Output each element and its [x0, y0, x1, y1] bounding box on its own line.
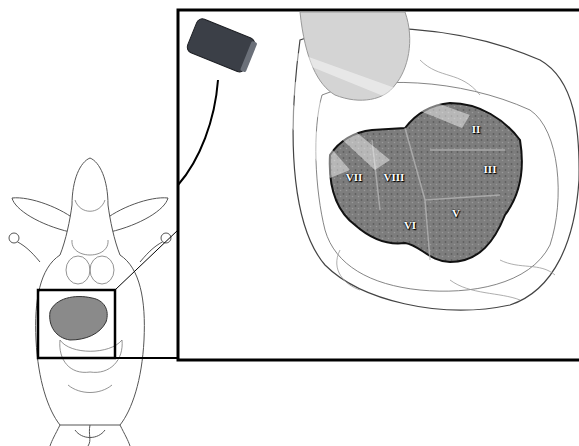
- zoom-line: [115, 357, 178, 359]
- liver: [330, 103, 522, 262]
- lobe-label: II: [472, 124, 481, 135]
- mouse-organs: [60, 200, 122, 393]
- ultrasound-probe: [185, 17, 258, 74]
- lobe-label: VI: [404, 220, 416, 231]
- zoom-box: [38, 290, 115, 358]
- lobe-label: III: [484, 164, 497, 175]
- lobe-label: VII: [346, 172, 363, 183]
- inset-frame: [178, 10, 579, 360]
- zoom-line: [115, 230, 178, 290]
- probe-cable: [178, 80, 218, 185]
- mouse-outline: [9, 158, 171, 446]
- sternum: [300, 12, 410, 100]
- lobe-borders: [372, 128, 505, 260]
- mouse-liver: [50, 297, 108, 340]
- lobe-label: V: [452, 208, 460, 219]
- lobe-label: VIII: [384, 172, 405, 183]
- ultrasound-beams: [240, 38, 470, 178]
